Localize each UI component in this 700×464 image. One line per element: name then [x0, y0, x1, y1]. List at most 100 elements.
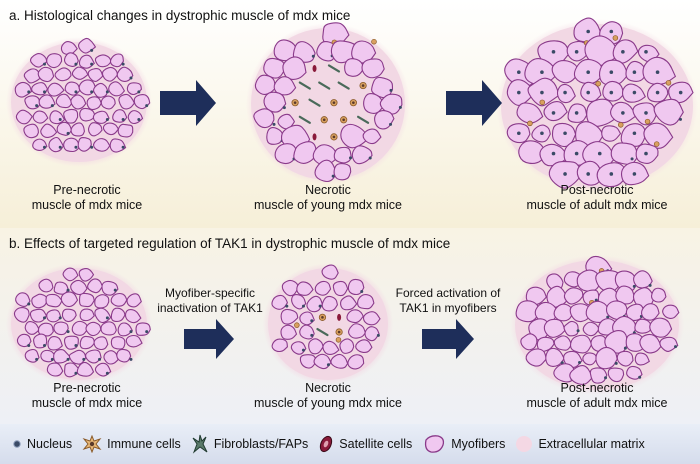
myofiber [13, 307, 30, 323]
myofiber [46, 309, 62, 323]
myofiber [271, 338, 288, 353]
myofiber [71, 66, 89, 80]
myofiber [45, 293, 63, 308]
myofiber [15, 109, 33, 125]
myofiber [332, 280, 349, 297]
myofiber [63, 108, 79, 124]
muscle-a-pre-necrotic [6, 37, 152, 167]
myofiber [55, 93, 73, 109]
legend-item-satellite: Satellite cells [318, 434, 412, 454]
immune-cell [371, 38, 377, 45]
myofiber [333, 146, 352, 164]
fibroblast [318, 81, 331, 90]
myofiber [101, 66, 118, 82]
myofiber [290, 341, 307, 355]
myofiber [333, 163, 352, 181]
immune-cell [330, 133, 338, 141]
satellite-cell [312, 133, 317, 141]
nucleus [137, 118, 141, 122]
myofiber [109, 138, 127, 153]
nucleus [145, 104, 149, 108]
myofiber [62, 267, 79, 282]
myofiber [125, 334, 143, 348]
nucleus [331, 174, 335, 178]
nucleus [66, 357, 70, 361]
immune-cell [330, 99, 338, 107]
myofiber [340, 295, 358, 311]
myofiber [543, 318, 566, 338]
myofiber [518, 140, 547, 164]
muscle-b-necrotic [263, 263, 393, 385]
nucleus [609, 90, 614, 95]
myofiber [86, 96, 102, 111]
myofiber [515, 300, 541, 323]
myofiber [78, 268, 95, 282]
nucleus [129, 330, 133, 334]
nucleus [42, 62, 46, 66]
myofiber [110, 307, 126, 323]
nucleus [597, 151, 602, 156]
myofiber [595, 346, 618, 370]
nucleus [58, 145, 62, 149]
nucleus [609, 29, 614, 34]
nucleus [42, 90, 46, 94]
immune-cell [653, 141, 660, 147]
immune-cell [595, 80, 601, 87]
myofiber [322, 340, 340, 355]
nucleus [50, 104, 54, 108]
immune-cell [318, 313, 327, 321]
arrow-a2 [446, 80, 502, 126]
nucleus [540, 131, 544, 136]
myofiber [634, 352, 650, 366]
myofiber [79, 308, 95, 322]
myofiber [24, 95, 41, 110]
myofiber [53, 349, 71, 364]
myofiber [40, 123, 58, 139]
myofiber [582, 352, 598, 366]
immune-cell [618, 122, 624, 128]
myofiber [576, 269, 601, 292]
myofiber [92, 110, 110, 124]
nucleus [606, 315, 610, 319]
myofiber [117, 322, 133, 337]
myofiber [124, 309, 142, 324]
myofiber [85, 349, 102, 364]
nucleus [674, 345, 678, 349]
nucleus [129, 76, 133, 80]
muscle-a-necrotic [246, 22, 410, 185]
nucleus [58, 118, 62, 122]
myofiber [612, 39, 639, 64]
nucleus [113, 288, 117, 292]
myofiber [32, 110, 49, 124]
nucleus [540, 90, 544, 95]
myofiber [93, 336, 109, 351]
ecm-icon [516, 436, 533, 452]
nucleus [105, 371, 109, 375]
myofiber [110, 336, 126, 350]
fibroblast [308, 98, 321, 107]
nucleus [389, 122, 393, 126]
nucleus [27, 302, 31, 306]
nucleus [27, 344, 31, 348]
nucleus [609, 172, 614, 176]
myofiber [546, 285, 569, 308]
nucleus [586, 172, 590, 176]
myofiber [292, 41, 316, 63]
nucleus [66, 288, 70, 292]
myofiber [93, 82, 108, 98]
nucleus [74, 90, 78, 94]
nucleus [517, 131, 521, 136]
nucleus [648, 283, 652, 287]
myofiber [602, 80, 625, 102]
nucleus [105, 316, 109, 320]
myofiber [263, 91, 287, 113]
nucleus [310, 319, 314, 323]
myofiber [362, 311, 381, 326]
myofiber [308, 338, 324, 355]
myofiber [54, 67, 72, 82]
nucleus [90, 145, 94, 149]
